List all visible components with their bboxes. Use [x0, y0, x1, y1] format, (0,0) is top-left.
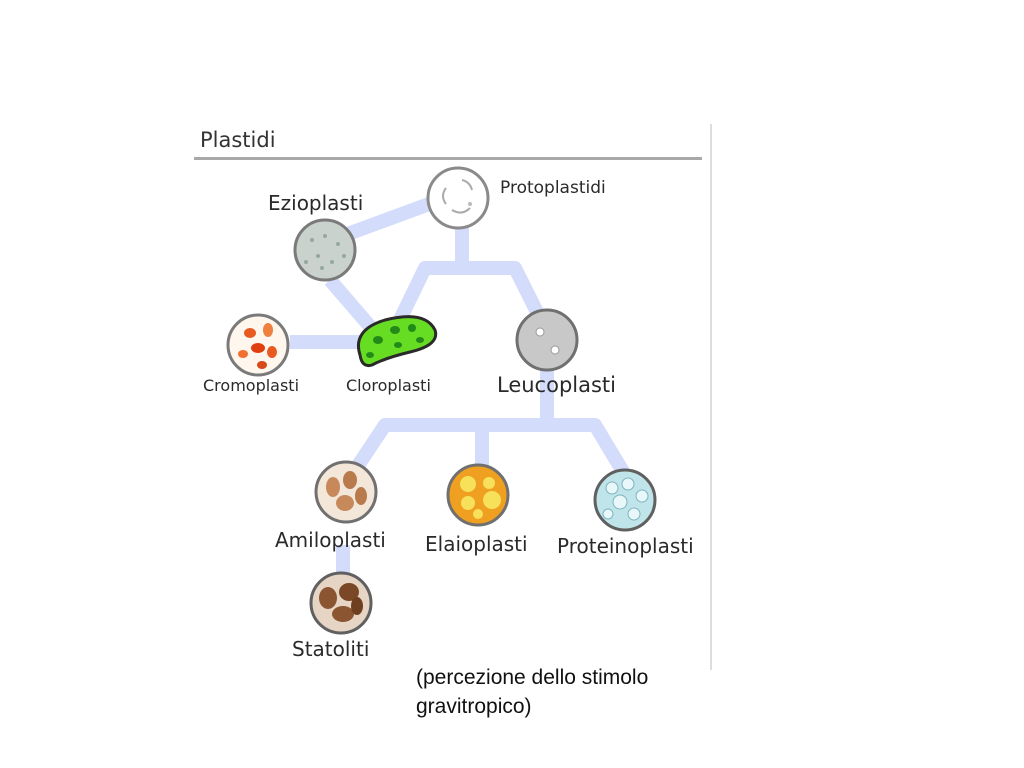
- proteinoplast-icon: [593, 468, 657, 532]
- label-statoliti: Statoliti: [292, 637, 370, 661]
- label-cloroplasti: Cloroplasti: [346, 376, 431, 395]
- leucoplast-icon: [515, 308, 579, 372]
- amyloplast-icon: [314, 460, 378, 524]
- label-leucoplasti: Leucoplasti: [497, 373, 616, 397]
- label-protoplastidi: Protoplastidi: [500, 178, 606, 198]
- elaioplast-icon: [446, 463, 510, 527]
- protoplastid-icon: [426, 166, 490, 230]
- gravitropic-note: (percezione dello stimolo gravitropico): [416, 663, 648, 721]
- label-cromoplasti: Cromoplasti: [203, 376, 300, 395]
- right-border: [710, 124, 712, 670]
- note-line-2: gravitropico): [416, 695, 532, 718]
- diagram-title: Plastidi: [200, 128, 276, 152]
- title-underline: [194, 157, 702, 160]
- etioplast-icon: [293, 218, 357, 282]
- chromoplast-icon: [226, 313, 290, 377]
- label-amiloplasti: Amiloplasti: [275, 528, 386, 552]
- note-line-1: (percezione dello stimolo: [416, 666, 649, 689]
- chloroplast-icon: [357, 315, 438, 367]
- label-elaioplasti: Elaioplasti: [425, 532, 528, 556]
- label-ezioplasti: Ezioplasti: [268, 191, 364, 215]
- statolith-icon: [309, 571, 373, 635]
- label-proteinoplasti: Proteinoplasti: [557, 534, 694, 558]
- connector-leuco-branches: [349, 418, 632, 479]
- connector-proto-ezio: [342, 193, 443, 242]
- connectors: [290, 193, 632, 580]
- connector-split-cloro-leuco: [388, 261, 547, 334]
